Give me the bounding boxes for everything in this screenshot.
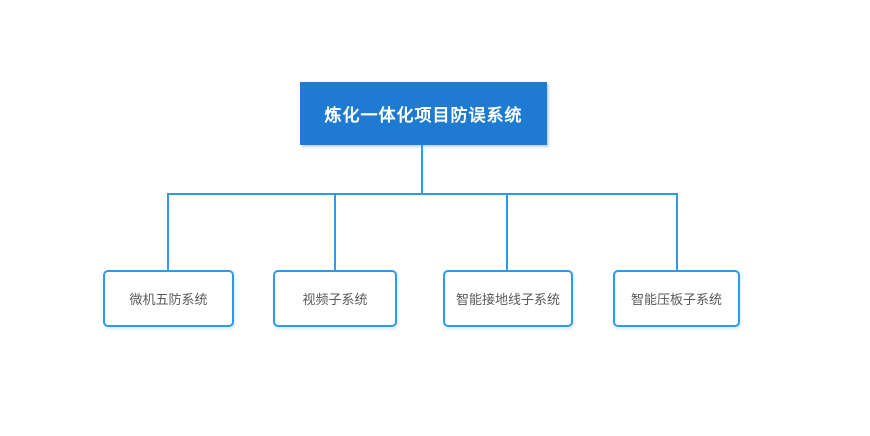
child-node-pressplate[interactable]: 智能压板子系统	[613, 270, 740, 327]
root-node[interactable]: 炼化一体化项目防误系统	[300, 82, 547, 145]
child-node-label: 智能压板子系统	[630, 292, 722, 307]
child-node-label: 视频子系统	[302, 292, 368, 307]
child-node-video[interactable]: 视频子系统	[273, 270, 397, 327]
connector-horizontal-rail	[167, 193, 678, 195]
connector-drop-2	[334, 193, 336, 270]
child-node-wujifang[interactable]: 微机五防系统	[103, 270, 234, 327]
connector-drop-1	[167, 193, 169, 270]
connector-drop-4	[676, 193, 678, 270]
child-node-label: 微机五防系统	[129, 292, 208, 307]
root-node-label: 炼化一体化项目防误系统	[324, 106, 523, 125]
connector-root-stem	[421, 145, 423, 193]
child-node-grounding[interactable]: 智能接地线子系统	[443, 270, 573, 327]
connector-drop-3	[506, 193, 508, 270]
child-node-label: 智能接地线子系统	[455, 292, 560, 307]
